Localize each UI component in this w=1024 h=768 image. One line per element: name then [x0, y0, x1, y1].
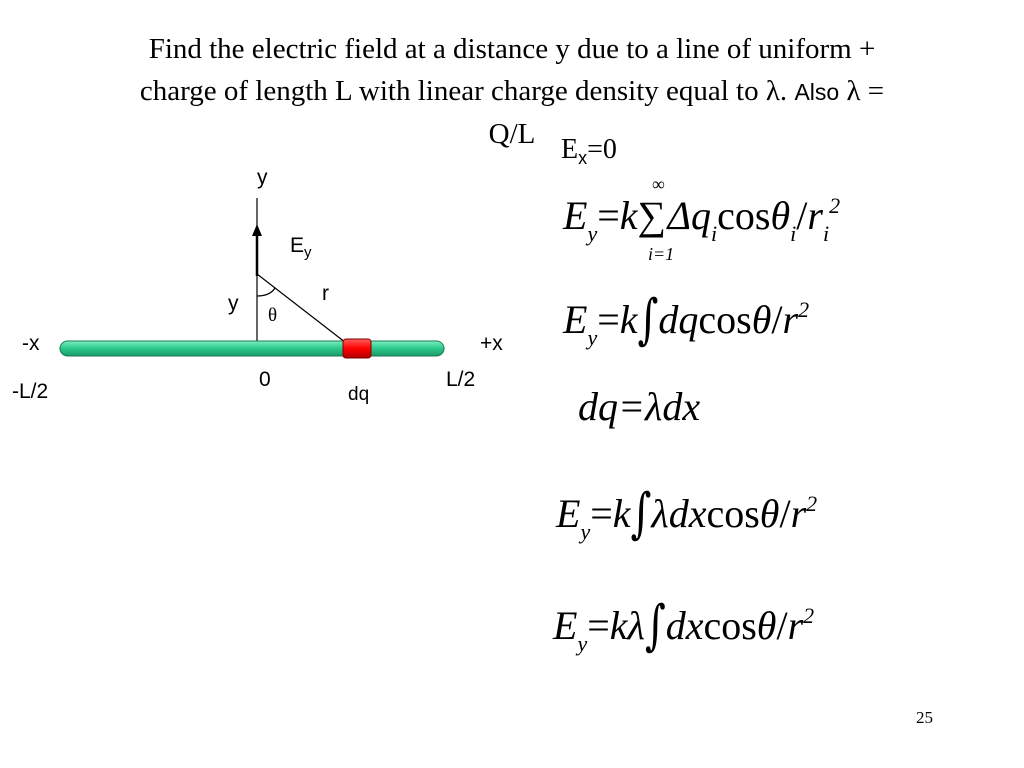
- eq2-cos: cos: [698, 297, 752, 342]
- ex-main: E: [561, 134, 579, 165]
- eq4-body: λdx: [651, 491, 707, 536]
- y-axis-label: y: [257, 166, 268, 189]
- pos-x-label: +x: [480, 332, 503, 355]
- eq2-r: r: [782, 297, 799, 342]
- eq1-lhs: E: [563, 193, 588, 238]
- eq1-r-sub: i: [822, 221, 830, 246]
- eq1-sum-bottom: i=1: [648, 244, 675, 264]
- eq2-r-sup: 2: [798, 297, 810, 322]
- charged-rod: [59, 340, 445, 357]
- left-end-label: -L/2: [12, 380, 49, 403]
- field-label-main: E: [290, 234, 305, 257]
- eq4-slash: /: [779, 491, 791, 536]
- eq2-theta: θ: [751, 297, 772, 342]
- field-label: Ey: [290, 234, 312, 261]
- r-line: [256, 273, 351, 347]
- eq5-lhs-sub: y: [577, 631, 588, 656]
- eq5-slash: /: [776, 603, 788, 648]
- r-label: r: [322, 282, 329, 305]
- origin-label: 0: [259, 368, 271, 391]
- eq5-integral-icon: ∫: [644, 594, 666, 658]
- eq4-r: r: [790, 491, 807, 536]
- ex-sub: x: [578, 148, 588, 168]
- eq1-theta-sub: i: [790, 221, 797, 246]
- eq5-cos: cos: [703, 603, 757, 648]
- theta-label: θ: [268, 305, 278, 326]
- eq4-theta: θ: [759, 491, 780, 536]
- equation-sum: Ey=k∑Δqicosθi/ri2: [563, 192, 840, 246]
- eq1-cos: cos: [717, 193, 771, 238]
- eq2-lhs-sub: y: [587, 325, 598, 350]
- eq1-theta: θ: [770, 193, 791, 238]
- eq1-body-sub: i: [711, 221, 718, 246]
- eq4-lhs-sub: y: [580, 519, 591, 544]
- eq1-lhs-sub: y: [587, 221, 598, 246]
- title-line-1: Find the electric field at a distance y …: [148, 33, 876, 65]
- title-line-3: Q/L: [488, 118, 536, 150]
- field-arrow-head: [252, 224, 262, 236]
- eq5-equals: =: [587, 603, 610, 648]
- eq1-body: Δq: [667, 193, 712, 238]
- eq4-r-sup: 2: [806, 491, 818, 516]
- theta-arc: [256, 287, 276, 297]
- title-also: Also: [794, 79, 840, 105]
- eq1-sum-symbol: ∑: [637, 193, 667, 238]
- eq4-integral-icon: ∫: [630, 482, 652, 546]
- title-line-2-a: charge of length L with linear charge de…: [139, 75, 788, 107]
- eq5-r: r: [787, 603, 804, 648]
- eq1-r: r: [807, 193, 823, 238]
- ex-equation: Ex=0: [561, 134, 617, 168]
- right-end-label: L/2: [446, 368, 476, 391]
- page-number: 25: [916, 708, 933, 727]
- eq1-slash: /: [796, 193, 808, 238]
- eq2-lhs: E: [563, 297, 588, 342]
- eq2-k: k: [619, 297, 638, 342]
- eq4-lhs: E: [556, 491, 581, 536]
- eq4-k: k: [612, 491, 631, 536]
- equation-integral-lambda: Ey=k∫λdxcosθ/r2: [556, 483, 818, 545]
- eq2-slash: /: [771, 297, 783, 342]
- eq5-r-sup: 2: [803, 603, 815, 628]
- eq5-body: dx: [665, 603, 704, 648]
- eq1-r-sup: 2: [829, 193, 841, 218]
- eq2-equals: =: [597, 297, 620, 342]
- ex-rest: =0: [587, 134, 617, 165]
- field-label-sub: y: [304, 244, 312, 261]
- dq-label: dq: [348, 384, 370, 405]
- eq2-integral-icon: ∫: [637, 288, 659, 352]
- eq4-cos: cos: [706, 491, 760, 536]
- equation-integral-final: Ey=kλ∫dxcosθ/r2: [553, 595, 815, 657]
- eq2-body: dq: [658, 297, 699, 342]
- slide-title: Find the electric field at a distance y …: [40, 28, 984, 155]
- eq1-sum-top: ∞: [652, 174, 665, 194]
- eq4-equals: =: [590, 491, 613, 536]
- neg-x-label: -x: [22, 332, 40, 355]
- eq5-k: kλ: [609, 603, 645, 648]
- title-line-2: charge of length L with linear charge de…: [40, 70, 984, 113]
- eq1-equals: =: [597, 193, 620, 238]
- eq1-k: k: [619, 193, 638, 238]
- title-line-2-c: λ =: [846, 75, 885, 107]
- dq-element: [342, 338, 372, 359]
- eq5-lhs: E: [553, 603, 578, 648]
- eq5-theta: θ: [756, 603, 777, 648]
- equation-dq: dq=λdx: [578, 384, 701, 429]
- equation-integral-dq: Ey=k∫dqcosθ/r2: [563, 289, 810, 351]
- distance-label: y: [228, 292, 239, 315]
